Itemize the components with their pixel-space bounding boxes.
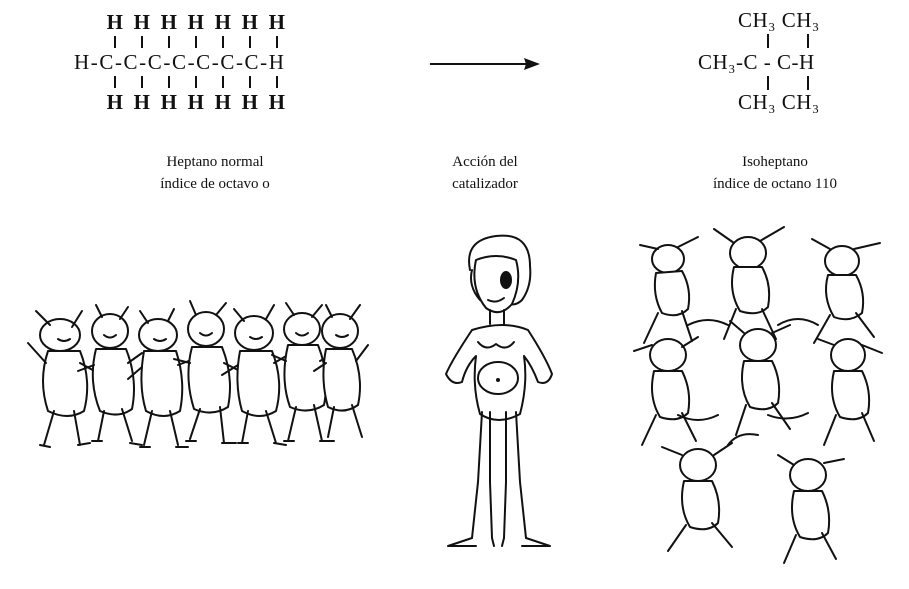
catalyst-caption: Acción del catalizador [410,151,560,195]
heptane-carbon-chain: H-C-C-C-C-C-C-C-H [74,52,286,73]
isoheptane-formula: CH₃ CH₃ CH₃-C - C-H CH₃ CH₃ [690,0,880,120]
hydrogen-atom: H [102,92,128,113]
isoheptane-caption-line1: Isoheptano [660,151,890,173]
hydrogen-atom: H [264,12,290,33]
hydrogen-atom: H [264,92,290,113]
isoheptane-line1: CH₃ CH₃ [738,10,820,31]
catalyst-figure-illustration [432,230,562,560]
hydrogen-atom: H [237,92,263,113]
hydrogen-atom: H [102,12,128,33]
hydrogen-atom: H [183,12,209,33]
heptane-caption-line2: índice de octavo o [100,173,330,195]
catalyst-caption-line1: Acción del [410,151,560,173]
hydrogen-atom: H [210,92,236,113]
reaction-arrow-icon [428,56,543,72]
isoheptane-line2: CH₃-C - C-H [698,52,815,73]
isoheptane-figures-illustration [618,215,908,580]
hydrogen-atom: H [129,92,155,113]
hydrogen-atom: H [210,12,236,33]
catalyst-caption-line2: catalizador [410,173,560,195]
isoheptane-caption: Isoheptano índice de octano 110 [660,151,890,195]
hydrogen-atom: H [237,12,263,33]
hydrogen-atom: H [183,92,209,113]
hydrogen-atom: H [156,12,182,33]
isoheptane-line3: CH₃ CH₃ [738,92,820,113]
hydrogen-atom: H [129,12,155,33]
heptane-formula: H H H H H H H H-C-C-C-C-C-C-C-H H H H H … [70,0,330,120]
hydrogen-atom: H [156,92,182,113]
heptane-figures-illustration [10,285,370,485]
heptane-caption-line1: Heptano normal [100,151,330,173]
heptane-caption: Heptano normal índice de octavo o [100,151,330,195]
isoheptane-caption-line2: índice de octano 110 [660,173,890,195]
